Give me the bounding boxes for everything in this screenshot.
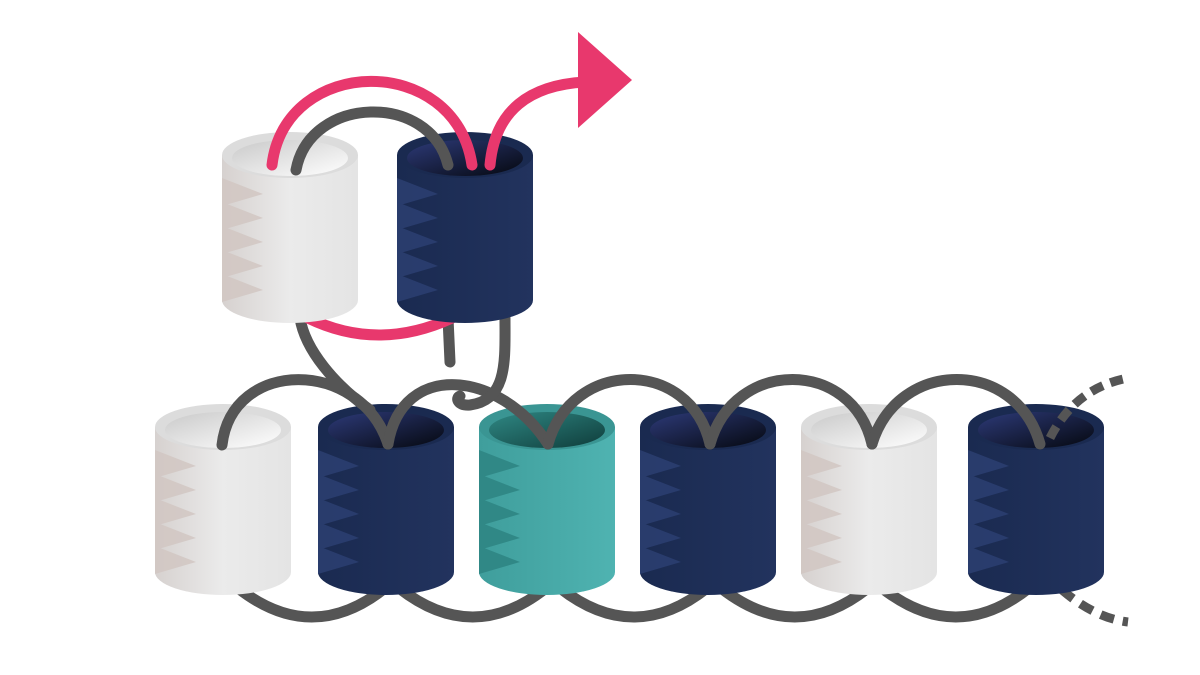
upper-continuation-dashes	[1045, 373, 1129, 441]
lower-arc-4-5	[715, 582, 874, 623]
lower-arc-3-4	[554, 582, 713, 623]
transfer-arrow	[266, 75, 591, 171]
cylinder-bottom-3	[479, 404, 615, 595]
upper-arc-2-3	[382, 379, 554, 450]
upper-connectors	[216, 374, 1046, 451]
transfer-arc-top	[266, 75, 478, 171]
lower-arc-5-6	[876, 582, 1035, 623]
cylinder-top-1	[222, 132, 358, 323]
lower-arc-1-2	[232, 582, 391, 623]
arrow-head-icon	[578, 32, 632, 128]
upper-arc-3-4	[542, 374, 716, 450]
cylinder-bottom-4	[640, 404, 776, 595]
transfer-arc-out	[484, 76, 591, 171]
linker-left	[294, 312, 376, 416]
upper-arc-5-6	[866, 374, 1046, 450]
lower-continuation-dashes	[1059, 586, 1129, 627]
lower-connectors	[232, 582, 1035, 623]
transfer-arc-bottom	[302, 312, 458, 341]
upper-arc-1-2	[216, 374, 394, 451]
lower-arc-2-3	[393, 582, 552, 623]
cylinder-top-2	[397, 132, 533, 323]
top-pair-connector	[290, 106, 454, 176]
linker-hook	[452, 312, 511, 411]
upper-arc-4-5	[704, 374, 878, 450]
